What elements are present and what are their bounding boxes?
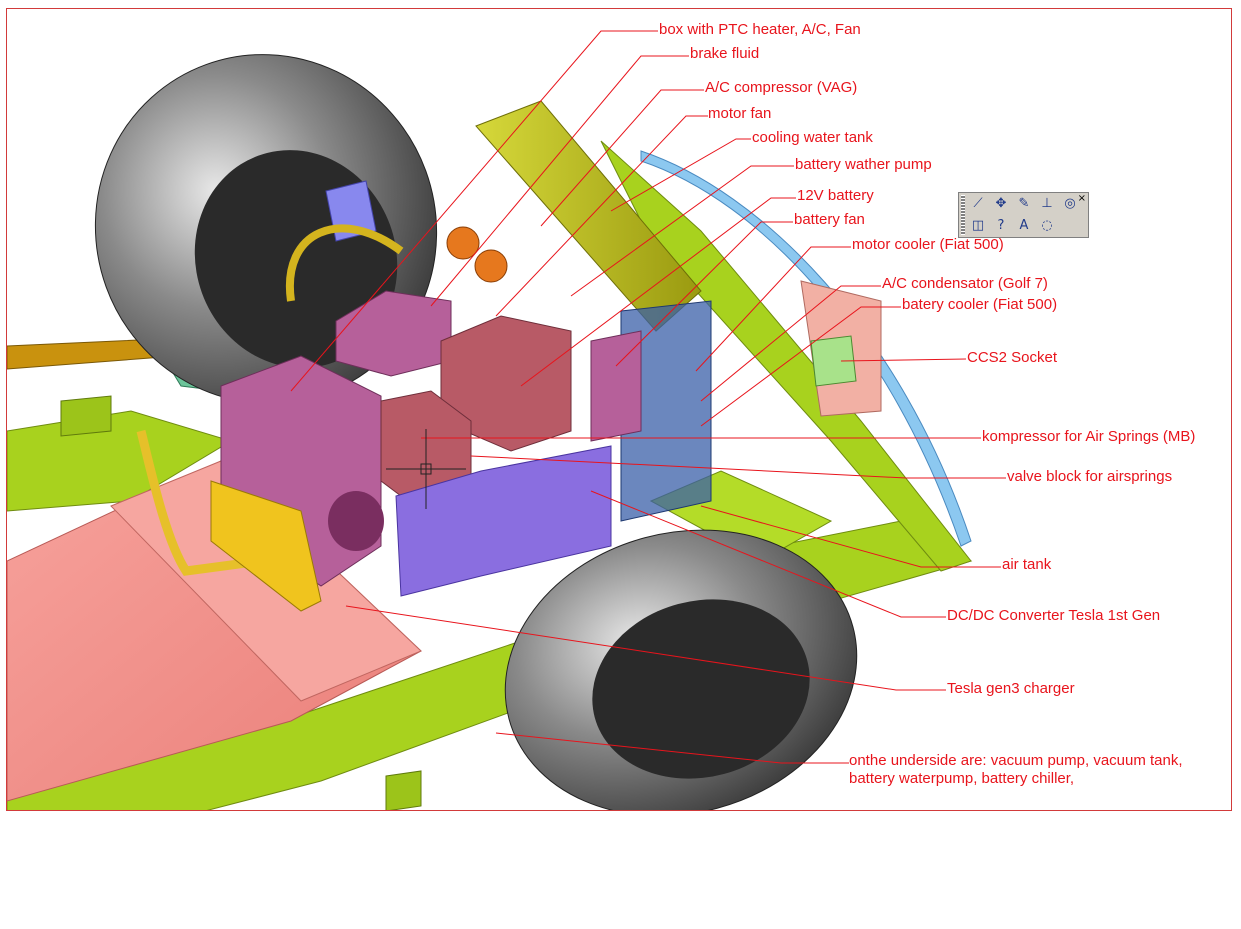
edit-pencil-icon[interactable]: ✎: [1018, 196, 1030, 211]
close-icon[interactable]: ×: [1077, 193, 1086, 204]
callout-underside: onthe underside are: vacuum pump, vacuum…: [849, 752, 1183, 787]
view-cube-icon[interactable]: ◫: [971, 218, 985, 233]
render-icon[interactable]: ◌: [1041, 218, 1053, 233]
text-style-icon[interactable]: A: [1019, 218, 1029, 233]
engine-bay-components: [136, 180, 857, 612]
leader-lines: [290, 30, 1006, 764]
toolbar-grip[interactable]: [961, 195, 965, 235]
callout-air-tank: air tank: [1002, 556, 1052, 573]
fender: [640, 150, 972, 547]
dimension-icon[interactable]: ⟋: [973, 196, 983, 211]
snap-icon[interactable]: ⊥: [1041, 196, 1053, 211]
callout-ccs2-socket: CCS2 Socket: [967, 349, 1058, 366]
callout-tesla-charger: Tesla gen3 charger: [947, 680, 1075, 697]
drawing-frame: [6, 8, 1232, 811]
vehicle-3d-model: [7, 30, 1006, 810]
callout-battery-cooler: batery cooler (Fiat 500): [902, 296, 1058, 313]
help-icon[interactable]: ?: [997, 218, 1005, 233]
callout-air-spring-compressor: kompressor for Air Springs (MB): [982, 428, 1196, 445]
intersect-icon[interactable]: ◎: [1064, 196, 1076, 211]
floating-toolbar[interactable]: ⟋ ✥ ✎ ⊥ ◎ ◫ ? A ◌ ×: [958, 192, 1089, 238]
callout-dcdc-converter: DC/DC Converter Tesla 1st Gen: [947, 607, 1161, 624]
callout-cooling-water-tank: cooling water tank: [752, 129, 873, 146]
callout-battery-fan: battery fan: [794, 211, 865, 228]
callout-valve-block: valve block for airsprings: [1007, 468, 1173, 485]
callout-motor-cooler: motor cooler (Fiat 500): [852, 236, 1004, 253]
callout-box-ptc: box with PTC heater, A/C, Fan: [659, 21, 861, 38]
callout-motor-fan: motor fan: [708, 105, 772, 122]
front-right-tire: [504, 529, 858, 810]
callout-ac-condensator: A/C condensator (Golf 7): [882, 275, 1048, 292]
callout-battery-water-pump: battery wather pump: [795, 156, 932, 173]
callout-battery-12v: 12V battery: [797, 187, 874, 204]
callout-brake-fluid: brake fluid: [690, 45, 760, 62]
radiator-stack: [475, 100, 712, 522]
callout-ac-compressor: A/C compressor (VAG): [705, 79, 858, 96]
move-icon[interactable]: ✥: [995, 196, 1007, 211]
